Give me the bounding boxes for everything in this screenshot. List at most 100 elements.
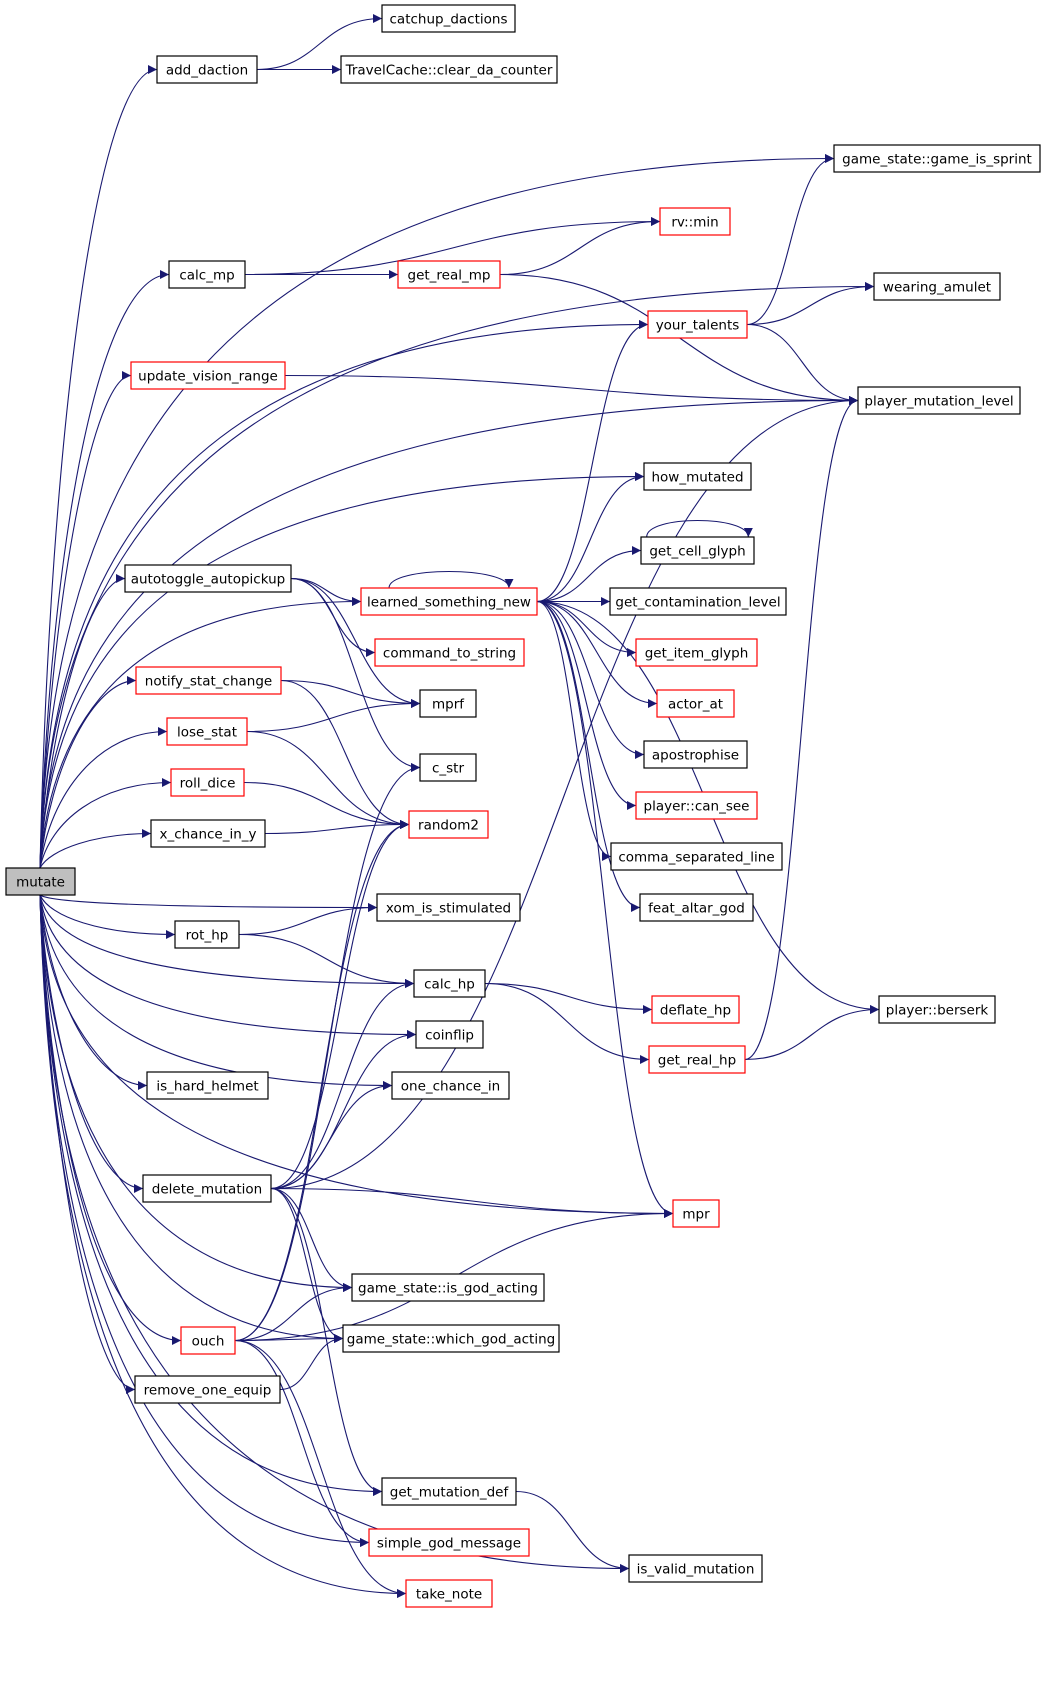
node-is-valid-mutation[interactable]: is_valid_mutation: [628, 1554, 763, 1583]
node-roll-dice[interactable]: roll_dice: [170, 768, 245, 797]
edge-ouch-to-simple_god_message: [234, 1339, 370, 1547]
edge-mutate-to-add_daction: [39, 65, 158, 869]
node-box: [368, 1528, 530, 1557]
node-add-daction[interactable]: add_daction: [156, 55, 258, 84]
node-box: [640, 536, 755, 565]
edge-autotoggle_autopickup-to-mprf: [290, 577, 421, 708]
node-label: c_str: [432, 761, 464, 777]
node-delete-mutation[interactable]: delete_mutation: [142, 1174, 272, 1203]
node-clear-da-counter[interactable]: TravelCache::clear_da_counter: [340, 55, 558, 84]
node-notify-stat-change[interactable]: notify_stat_change: [135, 666, 282, 695]
edge-delete_mutation-to-which_god_acting: [270, 1187, 344, 1343]
node-remove-one-equip[interactable]: remove_one_equip: [134, 1375, 281, 1404]
node-label: random2: [418, 818, 479, 834]
node-catchup-dactions[interactable]: catchup_dactions: [381, 4, 516, 33]
node-get-contamination-level[interactable]: get_contamination_level: [609, 587, 787, 616]
node-one-chance-in[interactable]: one_chance_in: [391, 1071, 510, 1100]
node-label: wearing_amulet: [883, 280, 991, 296]
node-player-can-see[interactable]: player::can_see: [635, 791, 758, 820]
node-xom-is-stimulated[interactable]: xom_is_stimulated: [376, 893, 521, 922]
node-ouch[interactable]: ouch: [180, 1326, 236, 1355]
node-coinflip[interactable]: coinflip: [415, 1020, 484, 1049]
node-label: simple_god_message: [377, 1536, 521, 1552]
node-simple-god-message[interactable]: simple_god_message: [368, 1528, 530, 1557]
node-is-hard-helmet[interactable]: is_hard_helmet: [146, 1071, 269, 1100]
node-label: catchup_dactions: [390, 12, 508, 28]
node-random2[interactable]: random2: [408, 810, 489, 839]
node-box: [376, 893, 521, 922]
edge-rot_hp-to-calc_hp: [238, 933, 415, 988]
node-how-mutated[interactable]: how_mutated: [643, 462, 752, 491]
edge-mutate-to-mpr: [39, 894, 674, 1218]
node-your-talents[interactable]: your_talents: [647, 310, 748, 339]
node-label: add_daction: [166, 63, 248, 79]
node-deflate-hp[interactable]: deflate_hp: [651, 995, 740, 1024]
node-command-to-string[interactable]: command_to_string: [374, 638, 525, 667]
node-player-berserk[interactable]: player::berserk: [878, 995, 996, 1024]
edge-mutate-to-ouch: [39, 894, 182, 1345]
edge-mutate-to-one_chance_in: [39, 894, 393, 1090]
edge-rot_hp-to-xom_is_stimulated: [238, 903, 378, 936]
node-game-is-sprint[interactable]: game_state::game_is_sprint: [833, 144, 1041, 173]
node-mpr[interactable]: mpr: [672, 1199, 720, 1228]
node-label: calc_mp: [179, 268, 234, 284]
edge-delete_mutation-to-is_god_acting: [270, 1187, 353, 1292]
node-which-god-acting[interactable]: game_state::which_god_acting: [342, 1324, 560, 1353]
node-box: [391, 1071, 510, 1100]
edge-mutate-to-notify_stat_change: [39, 676, 137, 869]
node-get-item-glyph[interactable]: get_item_glyph: [635, 638, 758, 667]
node-box: [419, 689, 477, 718]
edge-ouch-to-take_note: [234, 1339, 407, 1598]
node-actor-at[interactable]: actor_at: [656, 689, 735, 718]
node-box: [609, 587, 787, 616]
node-learned-something-new[interactable]: learned_something_new: [360, 587, 538, 616]
node-box: [635, 791, 758, 820]
node-label: mpr: [682, 1207, 710, 1223]
node-label: actor_at: [668, 697, 723, 713]
edge-calc_mp-to-rv_min: [244, 217, 661, 276]
node-rv-min[interactable]: rv::min: [659, 207, 731, 236]
node-box: [340, 55, 558, 84]
node-calc-mp[interactable]: calc_mp: [168, 260, 246, 289]
node-update-vision-range[interactable]: update_vision_range: [130, 361, 286, 390]
node-is-god-acting[interactable]: game_state::is_god_acting: [351, 1273, 545, 1302]
edge-delete_mutation-to-player_mutation_level: [270, 396, 859, 1190]
node-get-real-hp[interactable]: get_real_hp: [648, 1045, 746, 1074]
node-label: rv::min: [671, 215, 718, 231]
node-mutate[interactable]: mutate: [5, 867, 76, 896]
node-player-mutation-level[interactable]: player_mutation_level: [857, 386, 1021, 415]
node-box: [166, 717, 248, 746]
node-c-str[interactable]: c_str: [419, 753, 477, 782]
node-calc-hp[interactable]: calc_hp: [413, 969, 486, 998]
node-get-cell-glyph[interactable]: get_cell_glyph: [640, 536, 755, 565]
node-box: [659, 207, 731, 236]
node-box: [135, 666, 282, 695]
node-box: [360, 587, 538, 616]
node-apostrophise[interactable]: apostrophise: [643, 740, 748, 769]
edge-learned_something_new-to-your_talents: [536, 320, 649, 603]
node-box: [351, 1273, 545, 1302]
edge-mutate-to-player_mutation_level: [39, 396, 859, 869]
node-take-note[interactable]: take_note: [405, 1579, 493, 1608]
node-comma-separated-line[interactable]: comma_separated_line: [610, 842, 783, 871]
node-box: [342, 1324, 560, 1353]
node-autotoggle-autopickup[interactable]: autotoggle_autopickup: [124, 564, 292, 593]
edge-mutate-to-lose_stat: [39, 727, 168, 869]
node-label: TravelCache::clear_da_counter: [345, 63, 553, 79]
edge-notify_stat_change-to-random2: [280, 679, 410, 829]
edge-mutate-to-update_vision_range: [39, 371, 132, 869]
node-mprf[interactable]: mprf: [419, 689, 477, 718]
node-lose-stat[interactable]: lose_stat: [166, 717, 248, 746]
node-rot-hp[interactable]: rot_hp: [174, 920, 240, 949]
node-label: get_real_mp: [408, 268, 491, 284]
edge-delete_mutation-to-random2: [270, 820, 410, 1190]
node-x-chance-in-y[interactable]: x_chance_in_y: [150, 819, 266, 848]
node-get-mutation-def[interactable]: get_mutation_def: [381, 1477, 517, 1506]
node-get-real-mp[interactable]: get_real_mp: [397, 260, 501, 289]
edge-add_daction-to-catchup_dactions: [256, 14, 383, 71]
edge-get_mutation_def-to-is_valid_mutation: [515, 1490, 630, 1573]
node-wearing-amulet[interactable]: wearing_amulet: [873, 272, 1001, 301]
edge-calc_hp-to-deflate_hp: [484, 982, 653, 1014]
node-feat-altar-god[interactable]: feat_altar_god: [639, 893, 754, 922]
